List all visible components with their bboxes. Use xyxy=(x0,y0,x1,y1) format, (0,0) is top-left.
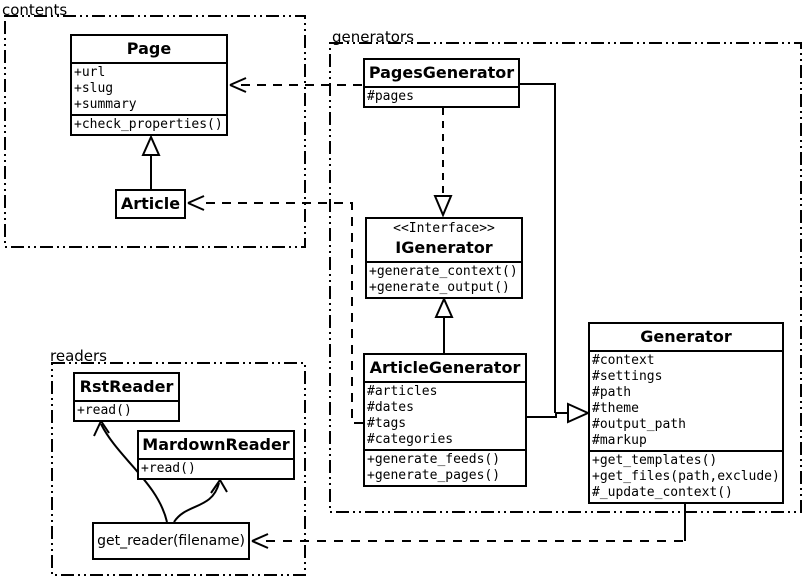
package-border-generators xyxy=(329,42,802,513)
method-row: +get_files(path,exclude) xyxy=(592,469,780,484)
class-title-articlegenerator: ArticleGenerator xyxy=(369,358,521,377)
dependency-arrow-generator-to-getreader xyxy=(251,503,686,549)
method-row: +read() xyxy=(77,403,132,418)
method-row: +read() xyxy=(141,461,196,476)
attribute-row: #dates xyxy=(367,400,414,415)
attribute-row: #markup xyxy=(592,433,647,448)
class-title-article: Article xyxy=(120,194,181,213)
hollow-triangle-icon xyxy=(433,195,453,218)
hollow-triangle-icon xyxy=(434,296,454,318)
open-arrowhead-icon xyxy=(187,195,205,211)
class-box-articlegenerator: ArticleGenerator #articles #dates #tags … xyxy=(363,353,527,487)
attribute-row: #output_path xyxy=(592,417,686,432)
class-title-igenerator: IGenerator xyxy=(395,238,493,257)
class-title-mardownreader: MardownReader xyxy=(142,435,290,454)
attribute-row: #pages xyxy=(367,89,414,104)
methods-section-page: +check_properties() xyxy=(72,114,226,134)
methods-section-igenerator: +generate_context() +generate_output() xyxy=(367,261,521,297)
open-arrowhead-icon xyxy=(229,77,247,93)
attribute-row: #settings xyxy=(592,369,663,384)
package-label-readers: readers xyxy=(50,347,107,365)
package-label-contents: contents xyxy=(2,1,68,19)
method-row: +check_properties() xyxy=(74,117,223,132)
hollow-triangle-icon xyxy=(567,402,591,424)
methods-section-rstreader: +read() xyxy=(75,400,178,420)
methods-section-generator: +get_templates() +get_files(path,exclude… xyxy=(590,450,782,502)
realization-arrow-pagesgenerator-to-igenerator xyxy=(433,108,453,218)
package-border-contents xyxy=(4,15,306,248)
class-box-article: Article xyxy=(115,189,186,219)
attribute-row: #articles xyxy=(367,384,438,399)
package-border-readers xyxy=(51,362,306,576)
attribute-row: +slug xyxy=(74,81,114,96)
attributes-section-pagesgenerator: #pages xyxy=(365,86,518,106)
attributes-section-articlegenerator: #articles #dates #tags #categories xyxy=(365,381,525,449)
class-box-pagesgenerator: PagesGenerator #pages xyxy=(363,58,520,108)
dependency-arrow-pagesgenerator-to-page xyxy=(229,77,362,93)
method-row: #_update_context() xyxy=(592,485,733,500)
inheritance-arrow-articlegenerator-to-igenerator xyxy=(434,296,454,354)
attributes-section-generator: #context #settings #path #theme #output_… xyxy=(590,350,782,450)
method-row: +generate_feeds() xyxy=(367,452,501,467)
class-title-rstreader: RstReader xyxy=(79,377,174,396)
attribute-row: #path xyxy=(592,385,632,400)
method-row: +generate_context() xyxy=(369,264,518,279)
arrow-getreader-to-mardownreader xyxy=(173,479,228,523)
methods-section-articlegenerator: +generate_feeds() +generate_pages() xyxy=(365,449,525,485)
attribute-row: +summary xyxy=(74,97,137,112)
class-box-mardownreader: MardownReader +read() xyxy=(137,430,295,480)
method-row: +get_templates() xyxy=(592,453,718,468)
class-box-rstreader: RstReader +read() xyxy=(73,372,180,422)
attribute-row: #context xyxy=(592,353,655,368)
class-box-page: Page +url +slug +summary +check_properti… xyxy=(70,34,228,136)
method-row: +generate_output() xyxy=(369,280,510,295)
stereotype-igenerator: <<Interface>> xyxy=(393,221,495,236)
class-title-pagesgenerator: PagesGenerator xyxy=(368,63,515,82)
open-arrowhead-icon xyxy=(210,479,228,494)
class-title-page: Page xyxy=(126,39,172,58)
method-row: +generate_pages() xyxy=(367,468,501,483)
methods-section-mardownreader: +read() xyxy=(139,458,293,478)
attribute-row: #theme xyxy=(592,401,639,416)
inheritance-arrow-article-to-page xyxy=(141,134,161,189)
attribute-row: +url xyxy=(74,65,106,80)
class-title-generator: Generator xyxy=(640,327,732,346)
open-arrowhead-icon xyxy=(251,533,269,549)
attribute-row: #tags xyxy=(367,416,407,431)
node-get-reader: get_reader(filename) xyxy=(92,522,250,560)
package-label-generators: generators xyxy=(332,28,414,46)
inheritance-arrow-generators-to-generator xyxy=(519,83,591,424)
class-box-generator: Generator #context #settings #path #them… xyxy=(588,322,784,504)
hollow-triangle-icon xyxy=(141,134,161,156)
class-box-igenerator: <<Interface>> IGenerator +generate_conte… xyxy=(365,217,523,299)
attributes-section-page: +url +slug +summary xyxy=(72,62,226,114)
open-arrowhead-icon xyxy=(93,420,110,437)
attribute-row: #categories xyxy=(367,432,454,447)
dependency-arrow-articlegenerator-to-article xyxy=(187,195,363,424)
